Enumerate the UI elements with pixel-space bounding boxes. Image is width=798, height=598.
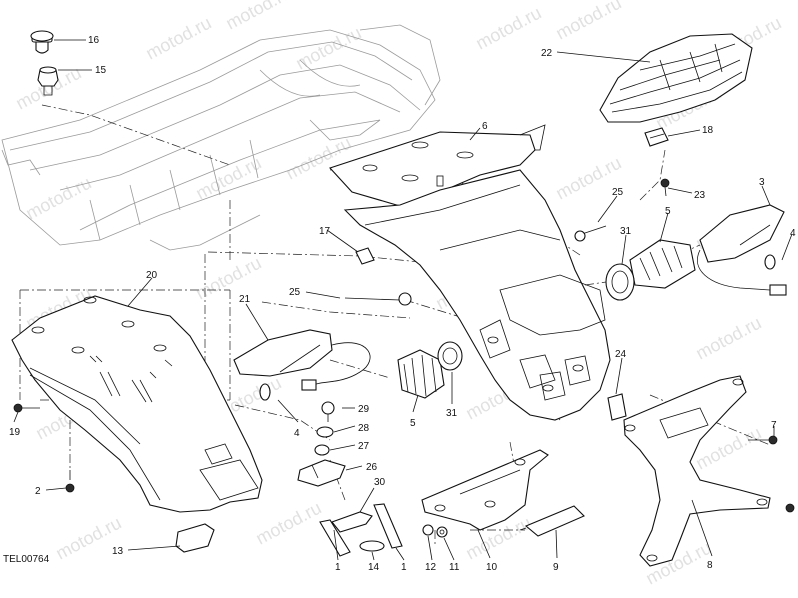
callout-6: 6: [482, 121, 488, 132]
part-screw-19: [13, 403, 40, 413]
callout-20: 20: [146, 270, 158, 281]
callout-29: 29: [358, 404, 370, 415]
part-indicator-left: [233, 329, 371, 401]
watermark: motod.ru: [22, 173, 94, 224]
part-bracket-26: [297, 459, 346, 487]
leader-lines: [13, 39, 793, 561]
callout-24: 24: [615, 349, 627, 360]
part-rubber-plug: [30, 30, 54, 54]
callout-1: 1: [335, 562, 341, 573]
callout-4: 4: [790, 228, 796, 239]
callout-17: 17: [319, 226, 331, 237]
callout-27: 27: [358, 441, 370, 452]
part-license-bracket-8: [623, 375, 771, 567]
callout-23: 23: [694, 190, 706, 201]
callout-2: 2: [35, 486, 41, 497]
part-clip-13: [175, 523, 215, 553]
watermark: motod.ru: [692, 313, 764, 364]
part-screw-7-top: [748, 435, 778, 445]
part-screw-25-left: [344, 292, 412, 306]
watermark: motod.ru: [192, 253, 264, 304]
callout-10: 10: [486, 562, 498, 573]
callout-21: 21: [239, 294, 251, 305]
callout-11: 11: [449, 562, 460, 573]
callout-8: 8: [707, 560, 713, 571]
callout-15: 15: [95, 65, 107, 76]
part-reflector-9: [519, 505, 585, 537]
part-bracket-30: [331, 511, 373, 533]
callout-5: 5: [665, 206, 671, 217]
callout-3: 3: [759, 177, 765, 188]
callout-14: 14: [368, 562, 380, 573]
callout-4: 4: [294, 428, 300, 439]
callout-16: 16: [88, 35, 100, 46]
callout-12: 12: [425, 562, 437, 573]
part-tail-light: [599, 33, 753, 123]
part-screw-2: [65, 470, 75, 493]
part-washer-28: [316, 426, 334, 438]
part-clip-17: [355, 247, 375, 265]
callout-22: 22: [541, 48, 553, 59]
callout-7: 7: [771, 420, 777, 431]
callout-31: 31: [446, 408, 458, 419]
part-upper-bracket: [329, 124, 546, 207]
callout-5: 5: [410, 418, 416, 429]
part-ring-right: [605, 263, 635, 301]
part-grommet-left: [397, 349, 445, 399]
part-plate-14: [359, 540, 385, 552]
part-ring-left: [437, 341, 463, 371]
part-screw-25-right: [574, 225, 607, 242]
part-grommet-right: [629, 239, 696, 289]
watermark: motod.ru: [192, 153, 264, 204]
callout-26: 26: [366, 462, 378, 473]
part-screw-29: [321, 401, 335, 422]
part-nut-12: [422, 524, 434, 536]
callout-25: 25: [289, 287, 301, 298]
callout-numbers: 16 15 22 6 18 23 3 25 5 31 4 17 20 25 21…: [9, 35, 796, 573]
callout-25: 25: [612, 187, 624, 198]
watermark: motod.ru: [222, 0, 294, 34]
callout-19: 19: [9, 427, 21, 438]
part-indicator-right: [697, 204, 787, 296]
part-clip: [644, 127, 669, 147]
callout-30: 30: [374, 477, 386, 488]
callout-9: 9: [553, 562, 559, 573]
callout-31: 31: [620, 226, 632, 237]
part-clip-24: [607, 393, 627, 421]
part-grommet-27: [314, 444, 330, 456]
callout-13: 13: [112, 546, 124, 557]
frame-outline: [1, 24, 441, 251]
part-plate-bracket-10: [421, 449, 549, 531]
part-screw-23: [660, 178, 670, 197]
part-screw-7-bottom: [785, 503, 795, 513]
part-rear-mudguard: [11, 295, 263, 513]
part-washer-11: [436, 526, 448, 538]
watermark: motod.ru: [252, 498, 324, 549]
part-nut: [37, 66, 59, 96]
watermark: motod.ru: [552, 0, 624, 44]
watermark: motod.ru: [142, 13, 214, 64]
part-number-plate-holder: [343, 169, 611, 421]
callout-1: 1: [401, 562, 407, 573]
part-spring-1-right: [373, 503, 403, 549]
watermark: motod.ru: [472, 3, 544, 54]
callout-18: 18: [702, 125, 714, 136]
callout-28: 28: [358, 423, 370, 434]
drawing-code: TEL00764: [3, 554, 50, 565]
